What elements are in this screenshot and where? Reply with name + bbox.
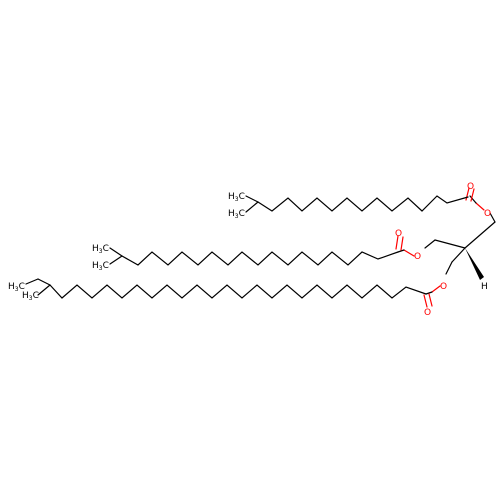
bond: [470, 188, 475, 202]
acyl-chain-low: [49, 284, 427, 299]
bond: [423, 294, 428, 308]
ester-top: [245, 187, 485, 213]
ester-mid: [109, 235, 436, 266]
glycerol-backbone: [434, 212, 496, 280]
oxygen-atom-ester-mid: O: [414, 252, 421, 262]
bond: [475, 202, 485, 211]
bond: [425, 291, 433, 295]
bond: [464, 221, 496, 249]
oxygen-atom-ester-top: O: [484, 209, 491, 219]
bond: [395, 235, 399, 250]
bond: [424, 239, 436, 249]
methyl-group-low-b: H3C: [22, 291, 39, 302]
ester-low: [25, 261, 453, 308]
acyl-chain-top: [257, 195, 469, 212]
methyl-group-top-a: H3C: [228, 192, 245, 203]
bond: [431, 285, 441, 293]
bond: [434, 239, 466, 249]
bond: [445, 261, 453, 275]
methyl-group-top-b: H3C: [228, 209, 245, 220]
atom-labels: O O O O O O H H3C H3C H3C H3C H3C H3C: [8, 182, 491, 318]
methyl-group-low-a: H3C: [8, 282, 25, 293]
oxygen-atom-carbonyl-low: O: [424, 308, 431, 318]
acyl-chain-mid: [121, 251, 399, 266]
bond: [451, 247, 466, 263]
bond: [428, 293, 433, 307]
bond: [245, 201, 259, 213]
bond: [400, 236, 404, 251]
bond: [397, 249, 405, 253]
methyl-group-mid-a: H3C: [92, 244, 109, 255]
bond: [37, 278, 51, 286]
oxygen-atom-ester-low: O: [440, 282, 447, 292]
bond: [469, 195, 477, 204]
bond: [37, 284, 51, 296]
methyl-group-mid-b: H3C: [92, 261, 109, 272]
stereo-wedge-bond: [465, 248, 484, 280]
oxygen-atom-carbonyl-top: O: [467, 182, 474, 192]
bond: [403, 249, 415, 257]
bond: [109, 255, 123, 265]
hydrogen-atom-stereo: H: [481, 282, 488, 292]
bond: [25, 278, 39, 285]
bond: [109, 247, 123, 257]
bond: [245, 195, 259, 203]
oxygen-atom-carbonyl-mid: O: [395, 229, 402, 239]
bond: [489, 212, 496, 223]
